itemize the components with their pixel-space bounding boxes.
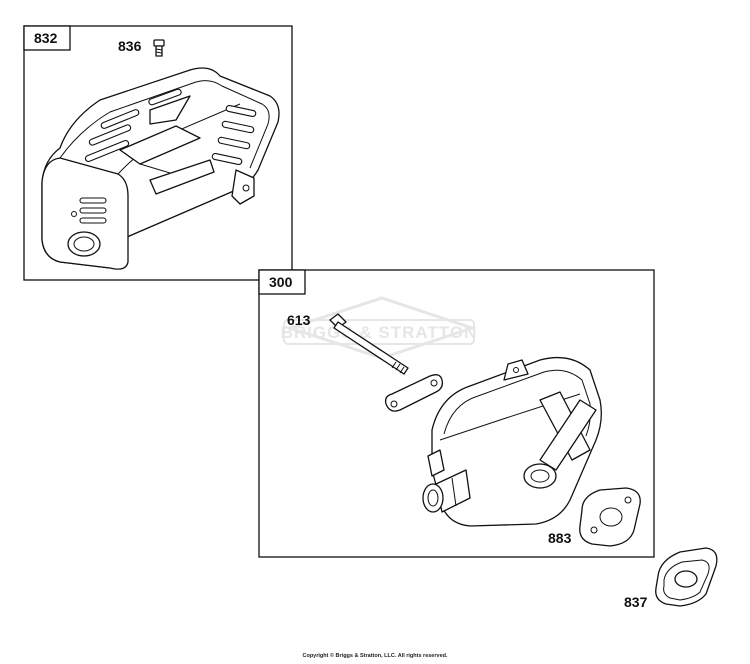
bolt-836-icon [153,39,165,57]
group-832: 832 836 [23,25,293,281]
label-832: 832 [34,30,58,46]
frame-832 [23,25,293,281]
muffler-guard-icon [41,67,280,270]
label-613: 613 [287,312,311,328]
copyright-notice: Copyright © Briggs & Stratton, LLC. All … [302,653,448,659]
group-300: 300 BRIGGS & STRATTON 613 [258,269,655,558]
frame-832-tab [23,25,71,51]
bolt-613-icon [329,313,409,375]
gasket-837-icon [655,547,718,607]
label-836: 836 [118,38,142,54]
frame-300 [258,269,655,558]
muffler-icon [422,356,602,527]
label-883: 883 [548,530,572,546]
label-300: 300 [269,274,293,290]
bracket-plate-icon [384,374,444,412]
frame-300-tab [258,269,306,295]
brand-watermark: BRIGGS & STRATTON [281,296,478,360]
watermark-text: BRIGGS & STRATTON [281,323,478,342]
gasket-883-icon [579,487,641,547]
label-837: 837 [624,594,648,610]
